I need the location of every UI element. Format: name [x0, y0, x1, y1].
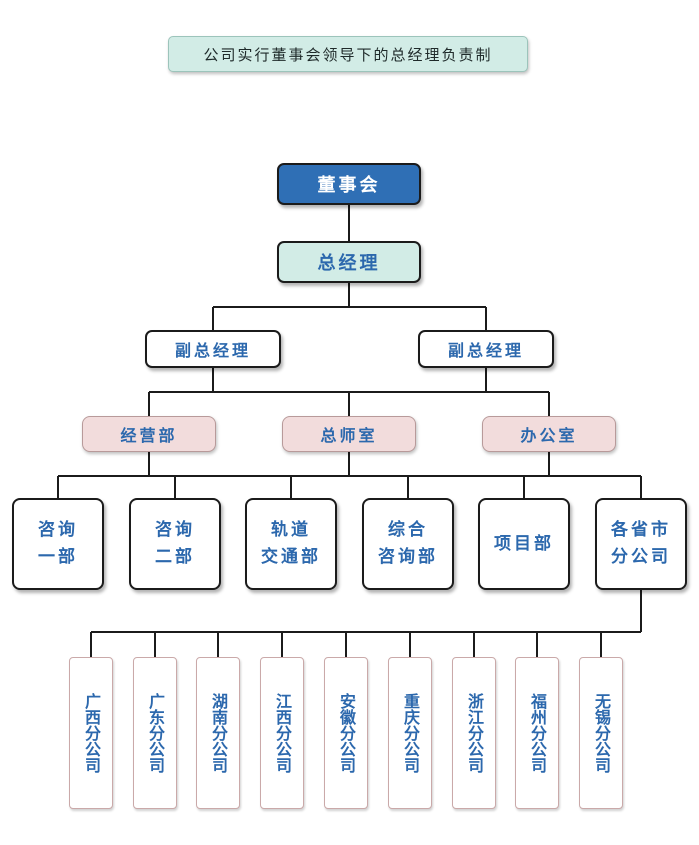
node-deputy-gm-right: 副总经理: [418, 330, 554, 368]
node-branch-anhui: 安徽分公司: [324, 657, 368, 809]
node-branch-guangxi: 广西分公司: [69, 657, 113, 809]
unit-label-line: 综合: [388, 520, 428, 540]
node-branch-hunan: 湖南分公司: [196, 657, 240, 809]
node-unit-project: 项目部: [478, 498, 570, 590]
node-board: 董事会: [277, 163, 421, 205]
unit-label-line: 二部: [155, 547, 195, 567]
node-dept-office: 办公室: [482, 416, 616, 452]
node-unit-consult-1: 咨询一部: [12, 498, 104, 590]
node-branch-guangdong: 广东分公司: [133, 657, 177, 809]
node-unit-provincial-branches: 各省市分公司: [595, 498, 687, 590]
unit-label-line: 咨询部: [378, 547, 438, 567]
unit-label-line: 各省市: [611, 520, 671, 540]
unit-label-line: 交通部: [261, 547, 321, 567]
diagram-title: 公司实行董事会领导下的总经理负责制: [168, 36, 528, 72]
node-unit-rail-transit: 轨道交通部: [245, 498, 337, 590]
unit-label-line: 一部: [38, 547, 78, 567]
node-branch-zhejiang: 浙江分公司: [452, 657, 496, 809]
unit-label-line: 轨道: [271, 520, 311, 540]
node-dept-business: 经营部: [82, 416, 216, 452]
node-branch-wuxi: 无锡分公司: [579, 657, 623, 809]
node-unit-general-consult: 综合咨询部: [362, 498, 454, 590]
node-branch-chongqing: 重庆分公司: [388, 657, 432, 809]
unit-label-line: 咨询: [155, 520, 195, 540]
unit-label-line: 分公司: [611, 547, 671, 567]
node-unit-consult-2: 咨询二部: [129, 498, 221, 590]
node-branch-fuzhou: 福州分公司: [515, 657, 559, 809]
node-branch-jiangxi: 江西分公司: [260, 657, 304, 809]
unit-label-line: 项目部: [494, 533, 554, 554]
unit-label-line: 咨询: [38, 520, 78, 540]
node-dept-chief-engineer: 总师室: [282, 416, 416, 452]
node-general-manager: 总经理: [277, 241, 421, 283]
node-deputy-gm-left: 副总经理: [145, 330, 281, 368]
